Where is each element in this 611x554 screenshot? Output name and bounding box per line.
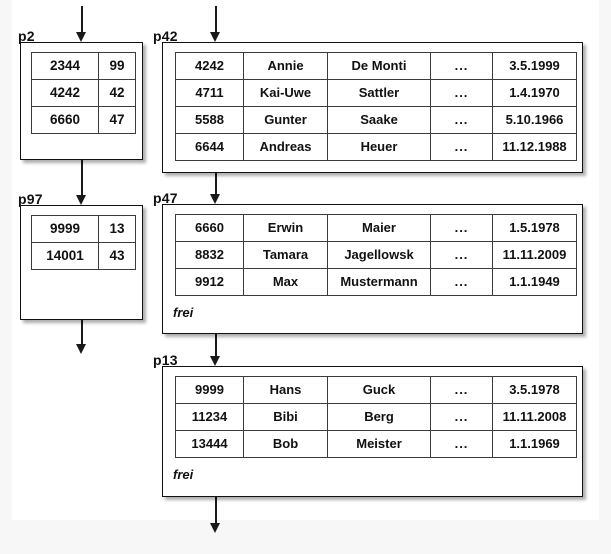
record-lastname: Sattler — [327, 79, 431, 107]
table-row[interactable]: 4242 42 — [31, 79, 136, 107]
index-pointer: 13 — [98, 215, 136, 243]
record-id: 8832 — [175, 241, 244, 269]
table-row[interactable]: 9999 13 — [31, 215, 136, 243]
table-row[interactable]: 6660 Erwin Maier ... 1.5.1978 — [175, 214, 577, 242]
record-more: ... — [430, 214, 493, 242]
table-row[interactable]: 11234 Bibi Berg ... 11.11.2008 — [175, 403, 577, 431]
index-key: 2344 — [31, 52, 99, 80]
table-row[interactable]: 14001 43 — [31, 242, 136, 270]
table-row[interactable]: 8832 Tamara Jagellowsk ... 11.11.2009 — [175, 241, 577, 269]
free-space-label-p13: frei — [173, 467, 194, 482]
record-id: 6644 — [175, 133, 244, 161]
table-row[interactable]: 6644 Andreas Heuer ... 11.12.1988 — [175, 133, 577, 161]
record-date: 11.11.2008 — [492, 403, 577, 431]
index-table-p2: 2344 99 4242 42 6660 47 — [31, 52, 136, 134]
free-space-label-p47: frei — [173, 305, 194, 320]
record-more: ... — [430, 268, 493, 296]
record-more: ... — [430, 376, 493, 404]
record-firstname: Annie — [243, 52, 328, 80]
record-lastname: De Monti — [327, 52, 431, 80]
record-more: ... — [430, 430, 493, 458]
table-row[interactable]: 13444 Bob Meister ... 1.1.1969 — [175, 430, 577, 458]
record-lastname: Mustermann — [327, 268, 431, 296]
table-row[interactable]: 4242 Annie De Monti ... 3.5.1999 — [175, 52, 577, 80]
index-table-p97: 9999 13 14001 43 — [31, 215, 136, 270]
record-more: ... — [430, 133, 493, 161]
record-firstname: Tamara — [243, 241, 328, 269]
record-lastname: Heuer — [327, 133, 431, 161]
record-lastname: Meister — [327, 430, 431, 458]
index-key: 4242 — [31, 79, 99, 107]
index-pointer: 43 — [98, 242, 136, 270]
record-date: 1.1.1949 — [492, 268, 577, 296]
table-row[interactable]: 4711 Kai-Uwe Sattler ... 1.4.1970 — [175, 79, 577, 107]
record-date: 11.11.2009 — [492, 241, 577, 269]
record-firstname: Erwin — [243, 214, 328, 242]
record-firstname: Andreas — [243, 133, 328, 161]
index-pointer: 47 — [98, 106, 136, 134]
table-row[interactable]: 9999 Hans Guck ... 3.5.1978 — [175, 376, 577, 404]
record-firstname: Max — [243, 268, 328, 296]
record-lastname: Jagellowsk — [327, 241, 431, 269]
record-id: 13444 — [175, 430, 244, 458]
record-date: 1.4.1970 — [492, 79, 577, 107]
index-pointer: 42 — [98, 79, 136, 107]
record-id: 4711 — [175, 79, 244, 107]
page-caption-p2: p2 — [18, 28, 35, 44]
record-id: 9912 — [175, 268, 244, 296]
page-caption-p13: p13 — [153, 352, 178, 368]
record-firstname: Bibi — [243, 403, 328, 431]
record-date: 1.5.1978 — [492, 214, 577, 242]
record-date: 5.10.1966 — [492, 106, 577, 134]
record-more: ... — [430, 241, 493, 269]
record-firstname: Hans — [243, 376, 328, 404]
page-caption-p47: p47 — [153, 190, 178, 206]
record-firstname: Kai-Uwe — [243, 79, 328, 107]
record-firstname: Gunter — [243, 106, 328, 134]
table-row[interactable]: 9912 Max Mustermann ... 1.1.1949 — [175, 268, 577, 296]
data-table-p47: 6660 Erwin Maier ... 1.5.1978 8832 Tamar… — [175, 214, 577, 296]
index-key: 9999 — [31, 215, 99, 243]
record-date: 3.5.1978 — [492, 376, 577, 404]
record-lastname: Maier — [327, 214, 431, 242]
table-row[interactable]: 6660 47 — [31, 106, 136, 134]
page-caption-p97: p97 — [18, 191, 43, 207]
record-date: 1.1.1969 — [492, 430, 577, 458]
record-date: 3.5.1999 — [492, 52, 577, 80]
record-id: 6660 — [175, 214, 244, 242]
record-firstname: Bob — [243, 430, 328, 458]
record-date: 11.12.1988 — [492, 133, 577, 161]
data-table-p42: 4242 Annie De Monti ... 3.5.1999 4711 Ka… — [175, 52, 577, 161]
record-more: ... — [430, 403, 493, 431]
record-lastname: Saake — [327, 106, 431, 134]
record-more: ... — [430, 106, 493, 134]
table-row[interactable]: 2344 99 — [31, 52, 136, 80]
record-id: 5588 — [175, 106, 244, 134]
record-lastname: Berg — [327, 403, 431, 431]
index-pointer: 99 — [98, 52, 136, 80]
record-lastname: Guck — [327, 376, 431, 404]
index-key: 14001 — [31, 242, 99, 270]
table-row[interactable]: 5588 Gunter Saake ... 5.10.1966 — [175, 106, 577, 134]
record-id: 9999 — [175, 376, 244, 404]
record-id: 11234 — [175, 403, 244, 431]
record-more: ... — [430, 52, 493, 80]
index-key: 6660 — [31, 106, 99, 134]
page-caption-p42: p42 — [153, 28, 178, 44]
record-more: ... — [430, 79, 493, 107]
data-table-p13: 9999 Hans Guck ... 3.5.1978 11234 Bibi B… — [175, 376, 577, 458]
record-id: 4242 — [175, 52, 244, 80]
